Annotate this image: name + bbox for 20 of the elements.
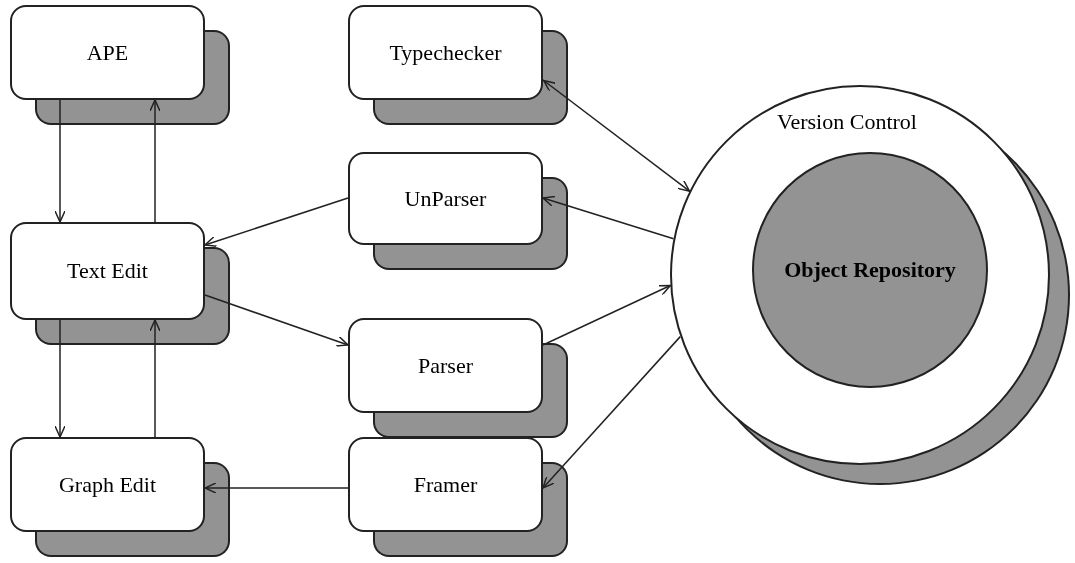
arrow bbox=[54, 319, 66, 438]
arrow bbox=[204, 294, 349, 347]
arrow bbox=[149, 319, 161, 438]
node-label: Object Repository bbox=[784, 257, 956, 283]
arrow bbox=[542, 284, 672, 346]
arrow bbox=[204, 197, 349, 248]
arrow bbox=[542, 79, 691, 192]
arrow bbox=[542, 335, 681, 489]
node-label: Typechecker bbox=[389, 39, 502, 66]
node-label: Parser bbox=[418, 352, 473, 379]
arrow bbox=[149, 99, 161, 223]
node-label: Graph Edit bbox=[58, 471, 157, 498]
arrow bbox=[54, 99, 66, 223]
node-label: Framer bbox=[413, 471, 478, 498]
node-label: Version Control bbox=[777, 109, 917, 135]
arrow bbox=[204, 482, 349, 494]
node-label: Text Edit bbox=[67, 258, 148, 284]
node-label: APE bbox=[86, 39, 129, 66]
node-label: UnParser bbox=[404, 185, 487, 212]
arrow bbox=[542, 195, 675, 240]
